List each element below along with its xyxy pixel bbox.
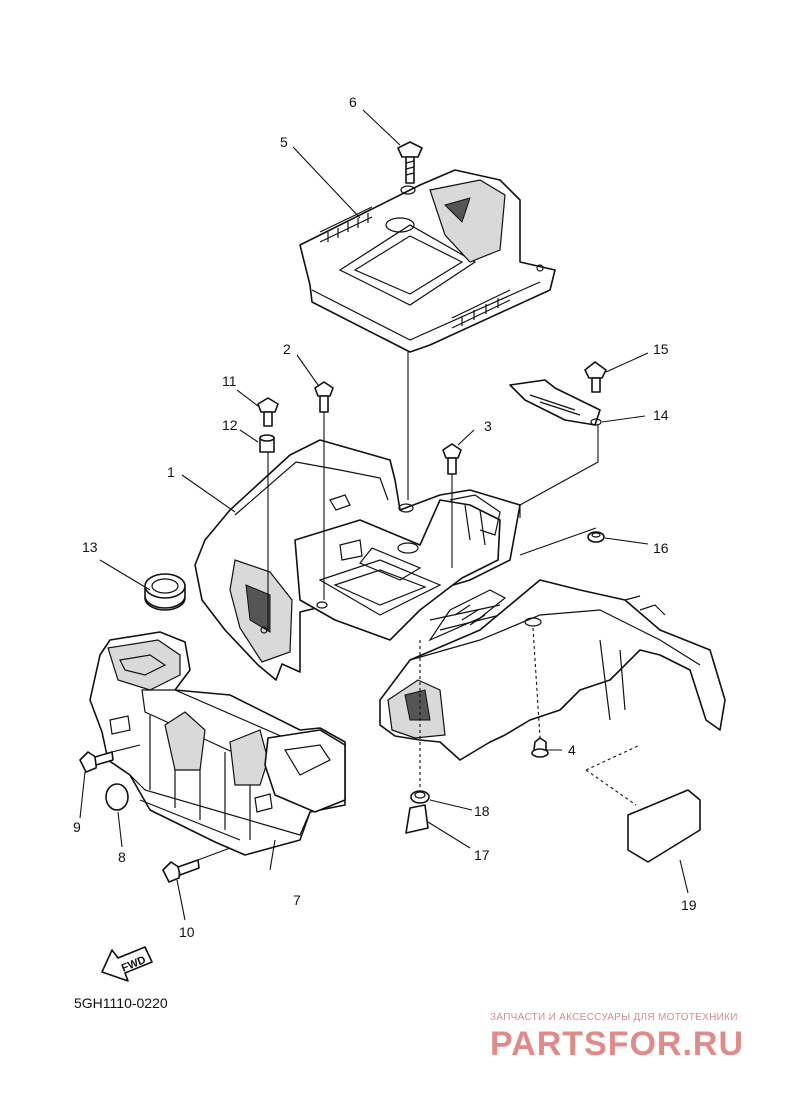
part-17-wedge bbox=[405, 804, 429, 834]
part-13-grommet bbox=[144, 573, 186, 611]
fwd-arrow-icon bbox=[101, 946, 153, 982]
watermark-brand: PARTSFOR.RU bbox=[490, 1025, 744, 1063]
callout-6: 6 bbox=[349, 94, 357, 110]
callout-10: 10 bbox=[179, 924, 195, 940]
callout-labels: 1 2 3 4 5 6 7 8 9 10 11 12 13 14 15 16 1… bbox=[73, 94, 697, 940]
callout-13: 13 bbox=[82, 539, 98, 555]
part-16-nut bbox=[587, 531, 605, 543]
part-19-rear-fender bbox=[379, 579, 726, 761]
forward-arrow: FWD bbox=[101, 946, 153, 982]
part-8-plug bbox=[105, 783, 129, 811]
part-19-panel bbox=[627, 789, 701, 863]
callout-18: 18 bbox=[474, 803, 490, 819]
callout-7: 7 bbox=[293, 892, 301, 908]
assembly-guide-lines bbox=[111, 352, 641, 861]
part-7-front-carrier bbox=[89, 631, 346, 856]
part-6-screw bbox=[397, 141, 423, 195]
part-5-top-cover bbox=[299, 169, 556, 353]
callout-16: 16 bbox=[653, 540, 669, 556]
part-14-bracket bbox=[509, 379, 602, 426]
part-1-front-fender bbox=[194, 439, 521, 681]
callout-1: 1 bbox=[167, 464, 175, 480]
callout-8: 8 bbox=[118, 849, 126, 865]
callout-4: 4 bbox=[568, 742, 576, 758]
callout-11: 11 bbox=[222, 373, 237, 389]
watermark-tagline: ЗАПЧАСТИ И АКСЕССУАРЫ ДЛЯ МОТОТЕХНИКИ bbox=[490, 1012, 738, 1023]
callout-14: 14 bbox=[653, 407, 669, 423]
part-9-bolt bbox=[79, 751, 114, 773]
part-11-bolt bbox=[257, 397, 279, 427]
part-15-screw bbox=[584, 361, 607, 393]
callout-19: 19 bbox=[681, 897, 697, 913]
part-2-bolt bbox=[314, 381, 334, 413]
callout-5: 5 bbox=[280, 134, 288, 150]
callout-17: 17 bbox=[474, 847, 490, 863]
callout-9: 9 bbox=[73, 819, 81, 835]
callout-15: 15 bbox=[653, 341, 669, 357]
callout-leaders bbox=[79, 109, 689, 921]
callout-2: 2 bbox=[283, 341, 291, 357]
diagram-code: 5GH1110-0220 bbox=[74, 995, 168, 1011]
callout-12: 12 bbox=[222, 417, 238, 433]
callout-3: 3 bbox=[484, 418, 492, 434]
watermark: ЗАПЧАСТИ И АКСЕССУАРЫ ДЛЯ МОТОТЕХНИКИ PA… bbox=[490, 1012, 744, 1063]
part-4-screw bbox=[531, 737, 549, 758]
part-3-bolt bbox=[442, 443, 462, 475]
part-12-collar bbox=[259, 434, 275, 453]
part-18-grommet bbox=[410, 790, 430, 804]
part-10-bolt bbox=[162, 859, 200, 883]
